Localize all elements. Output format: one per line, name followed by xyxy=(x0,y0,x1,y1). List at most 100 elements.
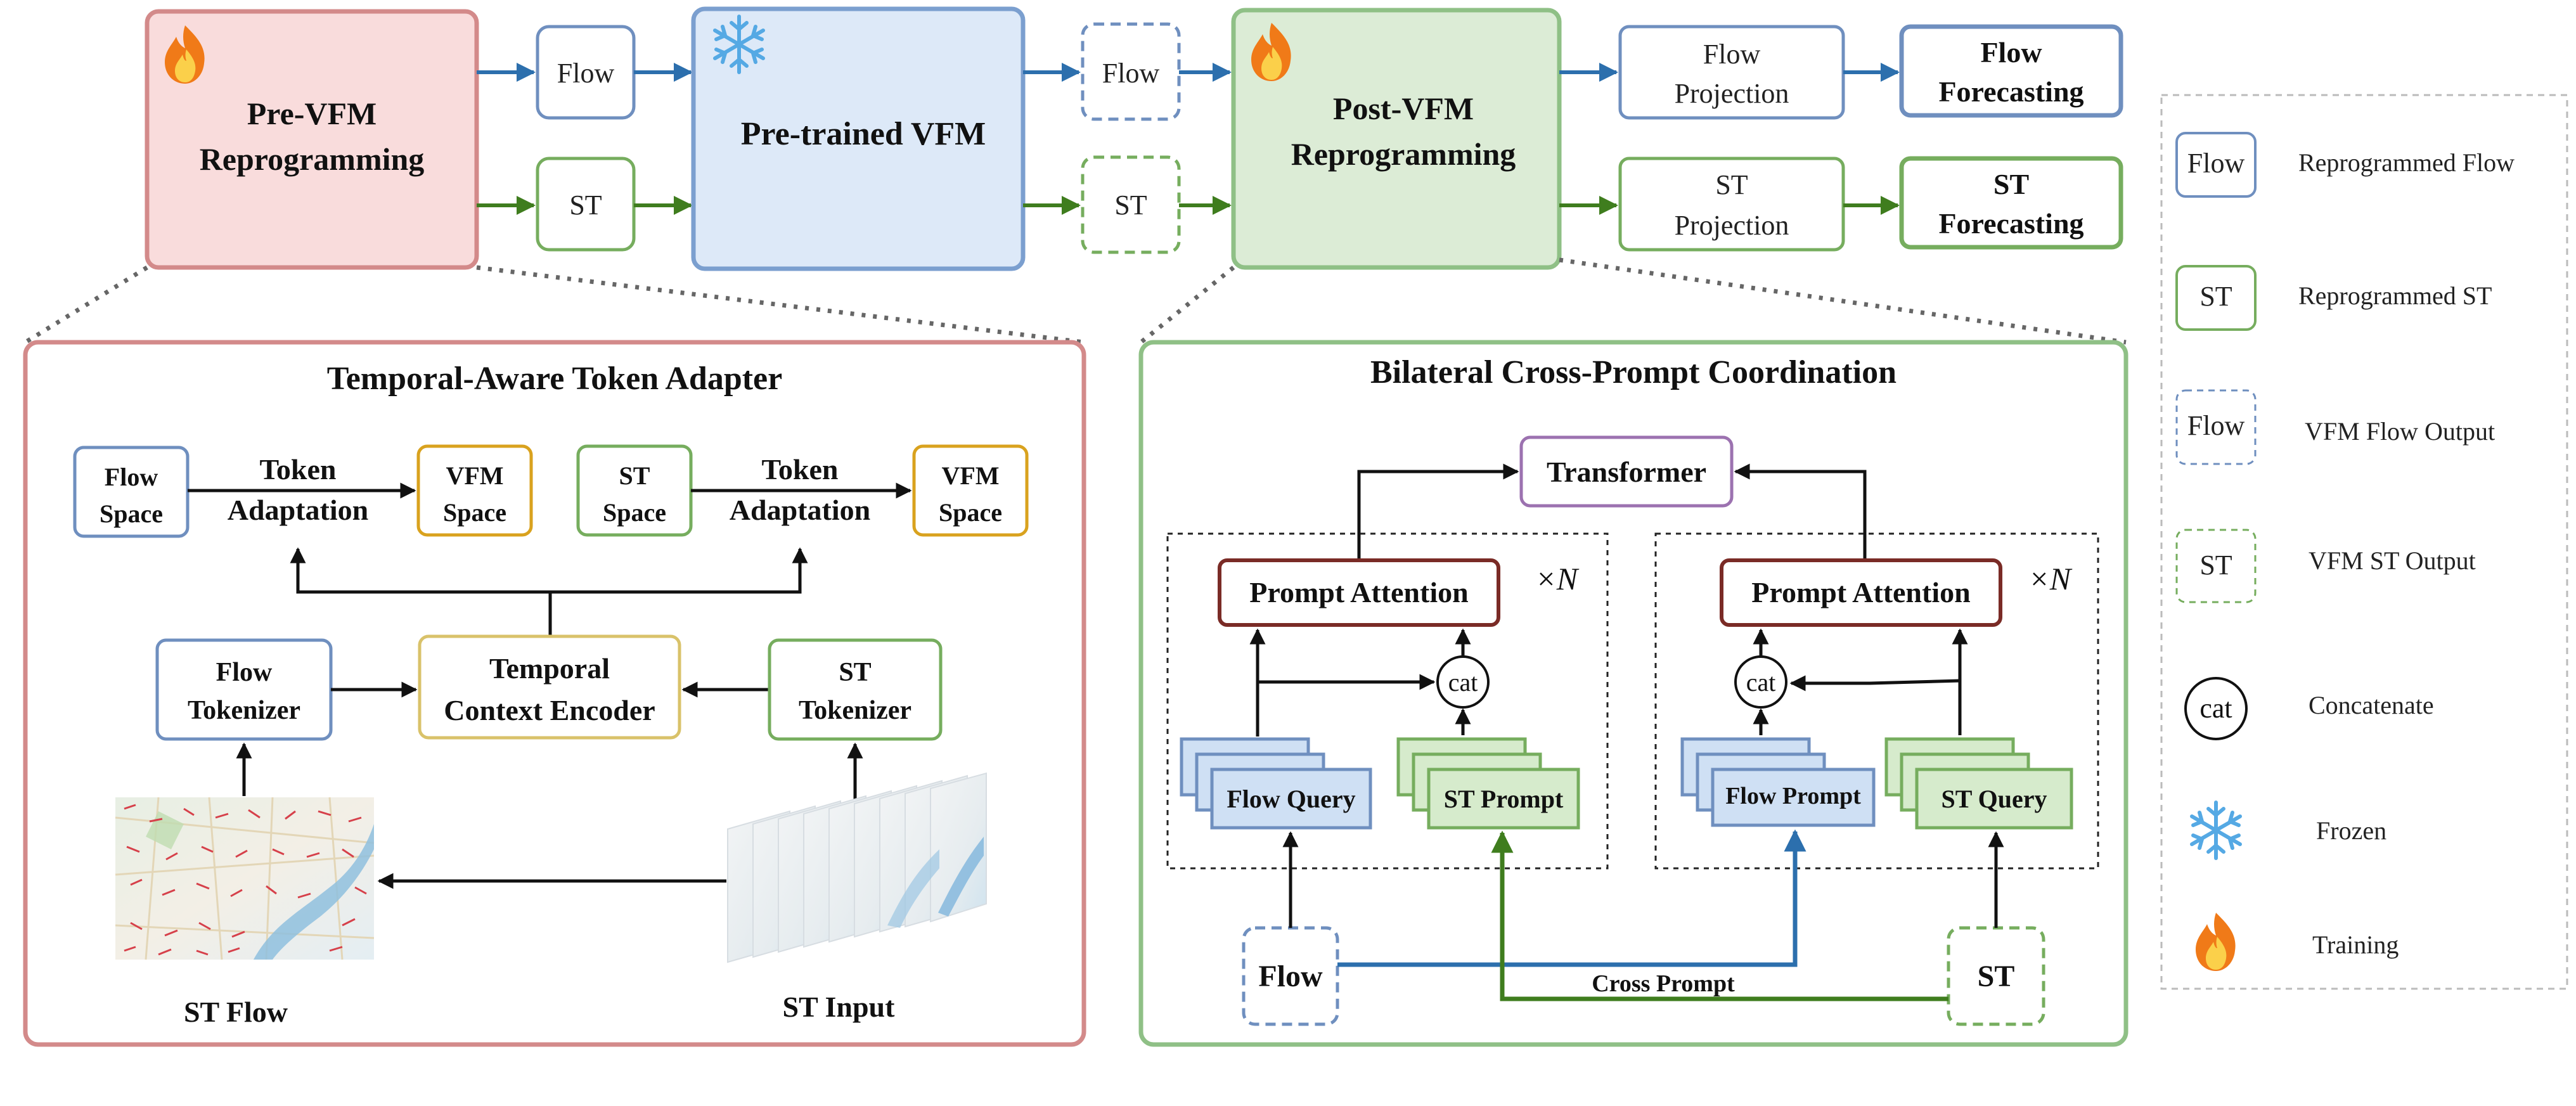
cat-right-label: cat xyxy=(1746,668,1776,697)
st-prompt-label: ST Prompt xyxy=(1444,785,1564,813)
vfm-space-left-label-1: VFM xyxy=(446,461,503,490)
legend-cat-swatch xyxy=(2184,677,2248,740)
arrow xyxy=(1357,463,1519,559)
token-adaptation-right-1: Token xyxy=(761,453,838,485)
flow-forecasting-box xyxy=(1899,24,2123,118)
vfm-space-left-box xyxy=(416,444,533,537)
legend-reprog-flow-symbol: Flow xyxy=(2187,148,2245,179)
flow-tokenizer-label-2: Tokenizer xyxy=(188,696,300,725)
flow-space-label-2: Space xyxy=(100,499,163,528)
st-forecasting-box xyxy=(1899,156,2123,250)
st-projection-label-2: Projection xyxy=(1675,210,1789,241)
flow-tokenizer-label-1: Flow xyxy=(216,658,273,687)
zoom-connectors xyxy=(24,257,2127,345)
right-panel-title: Bilateral Cross-Prompt Coordination xyxy=(1370,354,1897,390)
post-vfm-label-2: Reprogramming xyxy=(1291,136,1516,172)
legend-vfm-flow-label: VFM Flow Output xyxy=(2305,417,2495,446)
st-tokenizer-label-1: ST xyxy=(839,658,871,687)
pre-vfm-label-1: Pre-VFM xyxy=(247,96,377,131)
token-adaptation-left-1: Token xyxy=(259,453,336,485)
post-vfm-label-1: Post-VFM xyxy=(1333,91,1474,126)
vfm-space-right-label-2: Space xyxy=(939,498,1002,527)
token-adaptation-left-2: Adaptation xyxy=(228,494,368,526)
temporal-encoder-label-2: Context Encoder xyxy=(444,694,655,726)
pre-vfm-label-2: Reprogramming xyxy=(200,141,425,177)
post-vfm-box xyxy=(1231,8,1562,270)
st-projection-label-1: ST xyxy=(1715,169,1748,200)
vfm-st-output-box xyxy=(1081,155,1181,254)
flow-forecasting-label-1: Flow xyxy=(1980,36,2042,68)
st-forecasting-label-1: ST xyxy=(1993,168,2029,200)
flow-projection-label-2: Projection xyxy=(1675,78,1789,109)
flow-query-stack xyxy=(1180,737,1372,830)
left-panel-title: Temporal-Aware Token Adapter xyxy=(327,361,782,397)
st-space-label-1: ST xyxy=(619,461,650,490)
vfm-st-output-label: ST xyxy=(1114,190,1147,221)
flow-space-label-1: Flow xyxy=(105,463,158,491)
flow-forecasting-label-2: Forecasting xyxy=(1938,75,2083,108)
legend-cat-label: Concatenate xyxy=(2309,691,2434,719)
times-n-right: ×N xyxy=(2028,561,2073,596)
vfm-label: Pre-trained VFM xyxy=(741,116,986,152)
arrow xyxy=(550,547,808,594)
temporal-aware-token-adapter-panel: Temporal-Aware Token Adapter Flow Space … xyxy=(23,340,1086,1047)
st-forecasting-label-2: Forecasting xyxy=(1938,207,2083,240)
st-flow-label: ST Flow xyxy=(184,996,288,1028)
legend-reprog-st-symbol: ST xyxy=(2199,281,2232,312)
vfm-flow-output-label: Flow xyxy=(1102,58,1160,89)
st-query-label: ST Query xyxy=(1941,785,2047,813)
flow-prompt-stack xyxy=(1680,737,1876,827)
st-input-image xyxy=(727,772,987,963)
bilateral-cross-prompt-panel: Bilateral Cross-Prompt Coordination Tran… xyxy=(1138,340,2128,1047)
cross-prompt-st-path xyxy=(1491,830,1948,1001)
cross-prompt-flow-path xyxy=(1337,829,1806,967)
arrow xyxy=(1789,675,1961,691)
st-tokenizer-box xyxy=(768,638,943,741)
flow-prompt-label: Flow Prompt xyxy=(1725,783,1861,809)
vfm-space-right-label-1: VFM xyxy=(941,461,999,490)
cross-prompt-label: Cross Prompt xyxy=(1592,970,1735,997)
vfm-flow-output-box xyxy=(1081,22,1181,121)
legend-vfm-st-label: VFM ST Output xyxy=(2309,546,2476,575)
st-space-label-2: Space xyxy=(603,498,666,527)
vfm-space-right-box xyxy=(912,444,1029,537)
reprog-st-label: ST xyxy=(569,190,602,221)
st-flow-map-image xyxy=(115,797,375,960)
st-input-box-label: ST xyxy=(1978,960,2015,993)
legend: Flow Reprogrammed Flow ST Reprogrammed S… xyxy=(2160,94,2568,990)
legend-frozen-label: Frozen xyxy=(2316,816,2386,845)
prompt-attention-left-label: Prompt Attention xyxy=(1249,576,1468,608)
prompt-attention-right-box xyxy=(1720,558,2002,627)
legend-reprog-flow-swatch xyxy=(2175,132,2257,198)
st-query-stack xyxy=(1884,737,2073,830)
st-input-label: ST Input xyxy=(783,991,896,1023)
arrow xyxy=(290,547,552,636)
transformer-label: Transformer xyxy=(1547,456,1706,488)
temporal-encoder-label-1: Temporal xyxy=(489,652,610,685)
prompt-attention-left-box xyxy=(1218,558,1500,627)
legend-vfm-flow-swatch xyxy=(2175,389,2257,465)
left-attention-block xyxy=(1166,532,1609,870)
legend-reprog-st-label: Reprogrammed ST xyxy=(2298,281,2492,310)
pre-vfm-box xyxy=(145,9,479,270)
top-pipeline: Pre-VFM Reprogramming Flow ST Pre-traine… xyxy=(145,6,2123,271)
right-attention-block xyxy=(1654,532,2099,870)
legend-reprog-st-swatch xyxy=(2175,265,2257,331)
temporal-context-encoder-box xyxy=(418,634,681,740)
vfm-box xyxy=(691,6,1026,271)
legend-cat-symbol: cat xyxy=(2199,693,2232,724)
legend-training-label: Training xyxy=(2312,930,2399,959)
legend-reprog-flow-label: Reprogrammed Flow xyxy=(2298,148,2515,177)
st-tokenizer-label-2: Tokenizer xyxy=(799,696,911,725)
legend-vfm-flow-symbol: Flow xyxy=(2187,410,2245,441)
flow-projection-label-1: Flow xyxy=(1703,39,1761,70)
times-n-left: ×N xyxy=(1535,561,1580,596)
vfm-space-left-label-2: Space xyxy=(443,498,506,527)
legend-vfm-st-swatch xyxy=(2175,529,2257,603)
arrow xyxy=(1734,463,1867,559)
cat-left-label: cat xyxy=(1448,668,1478,697)
token-adaptation-right-2: Adaptation xyxy=(730,494,870,526)
transformer-box xyxy=(1519,435,1734,508)
